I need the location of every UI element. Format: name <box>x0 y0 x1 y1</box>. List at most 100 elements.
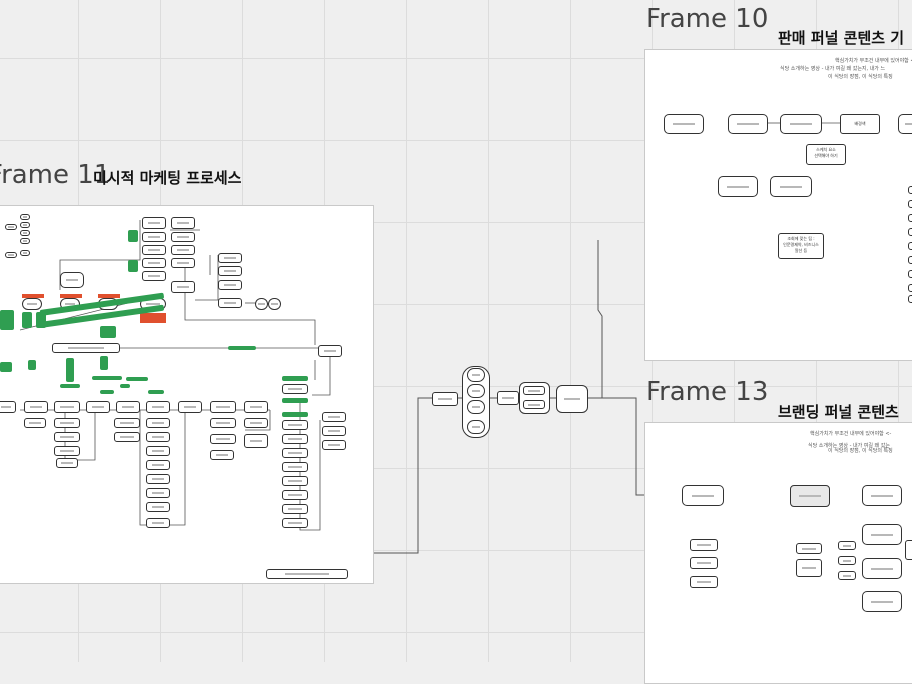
f10-node[interactable] <box>718 176 758 197</box>
f11-green-node[interactable] <box>66 358 74 382</box>
f11-node[interactable] <box>171 281 195 293</box>
f11-node[interactable] <box>244 401 268 413</box>
f10-edge-node[interactable] <box>908 242 912 250</box>
f13-node[interactable] <box>838 541 856 550</box>
f11-node[interactable] <box>20 222 30 228</box>
f11-node[interactable] <box>282 518 308 528</box>
f11-node[interactable] <box>210 434 236 444</box>
f11-node[interactable] <box>142 245 166 255</box>
f11-green-node[interactable] <box>128 260 138 272</box>
f11-node[interactable] <box>255 298 268 310</box>
f11-node[interactable] <box>210 450 234 460</box>
f11-node-bottom[interactable] <box>266 569 348 579</box>
f11-node[interactable] <box>178 401 202 413</box>
f11-node[interactable] <box>244 434 268 448</box>
hub-circle-1[interactable] <box>467 368 485 382</box>
f11-node[interactable] <box>218 298 242 308</box>
f10-node[interactable] <box>728 114 768 134</box>
f11-red-node[interactable] <box>140 313 166 323</box>
f11-node[interactable] <box>282 476 308 486</box>
f11-red-node[interactable] <box>60 294 82 298</box>
f10-edge-node[interactable] <box>908 295 912 303</box>
f11-node[interactable] <box>146 401 170 413</box>
f13-node[interactable] <box>682 485 724 506</box>
f10-edge-node[interactable] <box>908 214 912 222</box>
f11-green-node[interactable] <box>282 376 308 381</box>
hub-circle-2[interactable] <box>467 384 485 398</box>
f11-green-node[interactable] <box>0 310 14 330</box>
hub-stack-item-2[interactable] <box>523 400 545 409</box>
f10-edge-node[interactable] <box>908 200 912 208</box>
f11-node[interactable] <box>60 272 84 288</box>
f11-node[interactable] <box>0 401 16 413</box>
f11-red-node[interactable] <box>98 294 120 298</box>
f11-green-node[interactable] <box>282 398 308 403</box>
f11-node[interactable] <box>318 345 342 357</box>
f11-node[interactable] <box>282 420 308 430</box>
f11-node[interactable] <box>171 245 195 255</box>
f11-node[interactable] <box>244 418 268 428</box>
f11-node[interactable] <box>146 432 170 442</box>
f11-green-node[interactable] <box>128 230 138 242</box>
f10-scene-node[interactable]: 스케치 요소 선택해야 하기 <box>806 144 846 165</box>
f11-node[interactable] <box>322 412 346 422</box>
f11-node[interactable] <box>56 458 78 468</box>
f13-node[interactable] <box>862 524 902 545</box>
f10-edge-node[interactable] <box>908 186 912 194</box>
hub-node-main[interactable] <box>556 385 588 413</box>
f11-green-node[interactable] <box>100 326 116 338</box>
f11-green-node[interactable] <box>92 376 122 380</box>
f11-node[interactable] <box>171 232 195 242</box>
f11-node[interactable] <box>142 232 166 242</box>
f11-node[interactable] <box>54 418 80 428</box>
f13-node[interactable] <box>796 559 822 577</box>
f13-node[interactable] <box>838 556 856 565</box>
f11-node[interactable] <box>52 343 120 353</box>
f10-hint-node[interactable]: 조회에 맞는 팁 : 인문명제약, 비즈니스 알선 등 <box>778 233 824 259</box>
hub-circle-3[interactable] <box>467 400 485 414</box>
f11-green-node[interactable] <box>120 384 130 388</box>
f10-edge-node[interactable] <box>908 270 912 278</box>
f11-node[interactable] <box>20 238 30 244</box>
f10-node[interactable] <box>780 114 822 134</box>
f11-node[interactable] <box>54 401 80 413</box>
f11-node[interactable] <box>268 298 281 310</box>
f11-node[interactable] <box>116 401 140 413</box>
f11-green-node[interactable] <box>100 390 114 394</box>
frame10-board[interactable] <box>644 49 912 361</box>
f13-node[interactable] <box>838 571 856 580</box>
f11-node[interactable] <box>282 434 308 444</box>
f11-node[interactable] <box>24 418 46 428</box>
f11-green-node[interactable] <box>126 377 148 381</box>
f11-node[interactable] <box>20 250 30 256</box>
f11-green-node[interactable] <box>22 312 32 328</box>
hub-circle-4[interactable] <box>467 420 485 434</box>
f10-edge-node[interactable] <box>908 284 912 292</box>
f11-node[interactable] <box>218 280 242 290</box>
f11-node[interactable] <box>146 418 170 428</box>
f11-node[interactable] <box>282 490 308 500</box>
f13-node[interactable] <box>862 485 902 506</box>
f11-node[interactable] <box>282 462 308 472</box>
f11-green-node[interactable] <box>60 384 80 388</box>
f11-green-node[interactable] <box>36 312 46 328</box>
f11-node[interactable] <box>142 217 166 229</box>
f11-node[interactable] <box>54 446 80 456</box>
f11-node[interactable] <box>142 271 166 281</box>
f11-green-node[interactable] <box>228 346 256 350</box>
f11-node[interactable] <box>146 502 170 512</box>
f11-green-node[interactable] <box>0 362 12 372</box>
hub-node-1[interactable] <box>432 392 458 406</box>
f10-node[interactable] <box>770 176 812 197</box>
f11-node[interactable] <box>218 253 242 263</box>
f13-node[interactable] <box>862 591 902 612</box>
f11-node[interactable] <box>282 504 308 514</box>
f11-node[interactable] <box>146 488 170 498</box>
f11-node[interactable] <box>146 460 170 470</box>
f10-node[interactable] <box>898 114 912 134</box>
f11-node[interactable] <box>210 418 236 428</box>
f11-green-node[interactable] <box>28 360 36 370</box>
f11-node[interactable] <box>5 224 17 230</box>
f10-edge-node[interactable] <box>908 228 912 236</box>
f10-edge-node[interactable] <box>908 256 912 264</box>
